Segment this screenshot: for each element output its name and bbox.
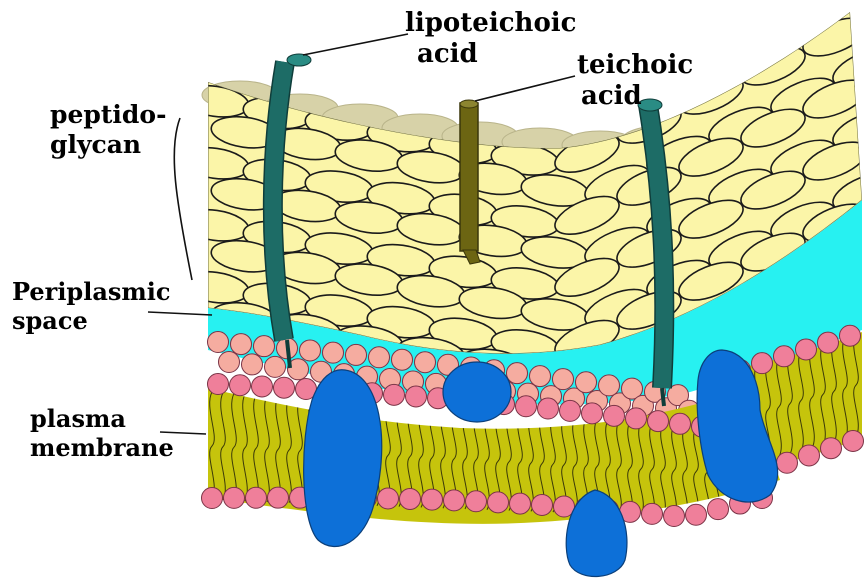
outer-leaflet-head: [274, 377, 295, 398]
inner-leaflet-bottom-head: [642, 503, 663, 524]
pointer-lipoteichoic-acid: [303, 34, 408, 55]
outer-leaflet-head: [516, 396, 537, 417]
inner-leaflet-bottom-head: [246, 487, 267, 508]
label-peptidoglycan: peptido- glycan: [50, 100, 166, 160]
inner-leaflet-bottom-head: [378, 488, 399, 509]
inner-leaflet-head: [369, 347, 390, 368]
label-lipoteichoic-line2: acid: [405, 39, 577, 70]
right-leaflet-head: [752, 353, 773, 374]
right-leaflet-bottom-head: [821, 438, 842, 459]
inner-leaflet-head: [208, 332, 229, 353]
outer-leaflet-head: [208, 374, 229, 395]
inner-leaflet-bottom-head: [686, 504, 707, 525]
right-leaflet-head: [774, 346, 795, 367]
outer-leaflet-head: [582, 403, 603, 424]
inner-leaflet-head: [265, 356, 286, 377]
inner-leaflet-bottom-head: [532, 494, 553, 515]
inner-leaflet-head: [300, 340, 321, 361]
pointer-teichoic-acid: [475, 76, 575, 101]
right-leaflet-head: [818, 332, 839, 353]
peripheral-protein-top: [443, 362, 511, 422]
lipoteichoic-acid-rod-cap: [287, 54, 311, 66]
inner-leaflet-bottom-head: [224, 487, 245, 508]
label-peptidoglycan-line2: glycan: [50, 130, 166, 160]
inner-leaflet-bottom-head: [422, 489, 443, 510]
inner-leaflet-head: [254, 336, 275, 357]
inner-leaflet-bottom-head: [664, 506, 685, 527]
outer-leaflet-head: [560, 400, 581, 421]
label-periplasmic-space: Periplasmic space: [12, 278, 171, 336]
label-lipoteichoic-line1: lipoteichoic: [405, 8, 577, 39]
inner-leaflet-bottom-head: [202, 488, 223, 509]
inner-leaflet-bottom-head: [488, 492, 509, 513]
inner-leaflet-head: [323, 342, 344, 363]
right-leaflet-bottom-head: [843, 430, 864, 451]
inner-leaflet-bottom-head: [444, 490, 465, 511]
outer-leaflet-head: [626, 408, 647, 429]
outer-leaflet-head: [384, 384, 405, 405]
label-periplasmic-line1: Periplasmic: [12, 278, 171, 307]
label-lipoteichoic-acid: lipoteichoic acid: [405, 8, 577, 70]
outer-leaflet-head: [406, 386, 427, 407]
lipoteichoic-anchor-right: [662, 388, 664, 406]
outer-leaflet-head: [648, 411, 669, 432]
transmembrane-protein-left: [304, 370, 382, 547]
right-leaflet-bottom-head: [777, 452, 798, 473]
inner-leaflet-bottom-head: [268, 487, 289, 508]
label-plasma-line2: membrane: [30, 434, 174, 463]
inner-leaflet-bottom-head: [510, 493, 531, 514]
pointer-peptidoglycan-bracket: [174, 118, 192, 280]
inner-leaflet-head: [219, 352, 240, 373]
outer-leaflet-head: [670, 413, 691, 434]
teichoic-acid-rod: [460, 103, 478, 251]
inner-leaflet-head: [392, 349, 413, 370]
outer-leaflet-head: [252, 376, 273, 397]
inner-leaflet-head: [242, 354, 263, 375]
right-leaflet-head: [840, 325, 861, 346]
label-teichoic-line2: acid: [577, 81, 693, 112]
outer-leaflet-head: [538, 398, 559, 419]
right-leaflet-head: [796, 339, 817, 360]
outer-leaflet-head: [604, 405, 625, 426]
inner-leaflet-head: [231, 334, 252, 355]
inner-leaflet-head: [346, 344, 367, 365]
inner-leaflet-bottom-head: [708, 499, 729, 520]
inner-leaflet-head: [553, 369, 574, 390]
inner-leaflet-head: [530, 366, 551, 387]
inner-leaflet-head: [576, 372, 597, 393]
label-peptidoglycan-line1: peptido-: [50, 100, 166, 130]
inner-leaflet-bottom-head: [466, 491, 487, 512]
label-teichoic-line1: teichoic: [577, 50, 693, 81]
inner-leaflet-bottom-head: [400, 488, 421, 509]
inner-leaflet-head: [599, 375, 620, 396]
right-leaflet-bottom-head: [799, 445, 820, 466]
inner-leaflet-head: [415, 352, 436, 373]
label-plasma-membrane: plasma membrane: [30, 405, 174, 463]
label-teichoic-acid: teichoic acid: [577, 50, 693, 112]
inner-leaflet-head: [507, 363, 528, 384]
label-periplasmic-line2: space: [12, 307, 171, 336]
outer-leaflet-head: [230, 375, 251, 396]
label-plasma-line1: plasma: [30, 405, 174, 434]
